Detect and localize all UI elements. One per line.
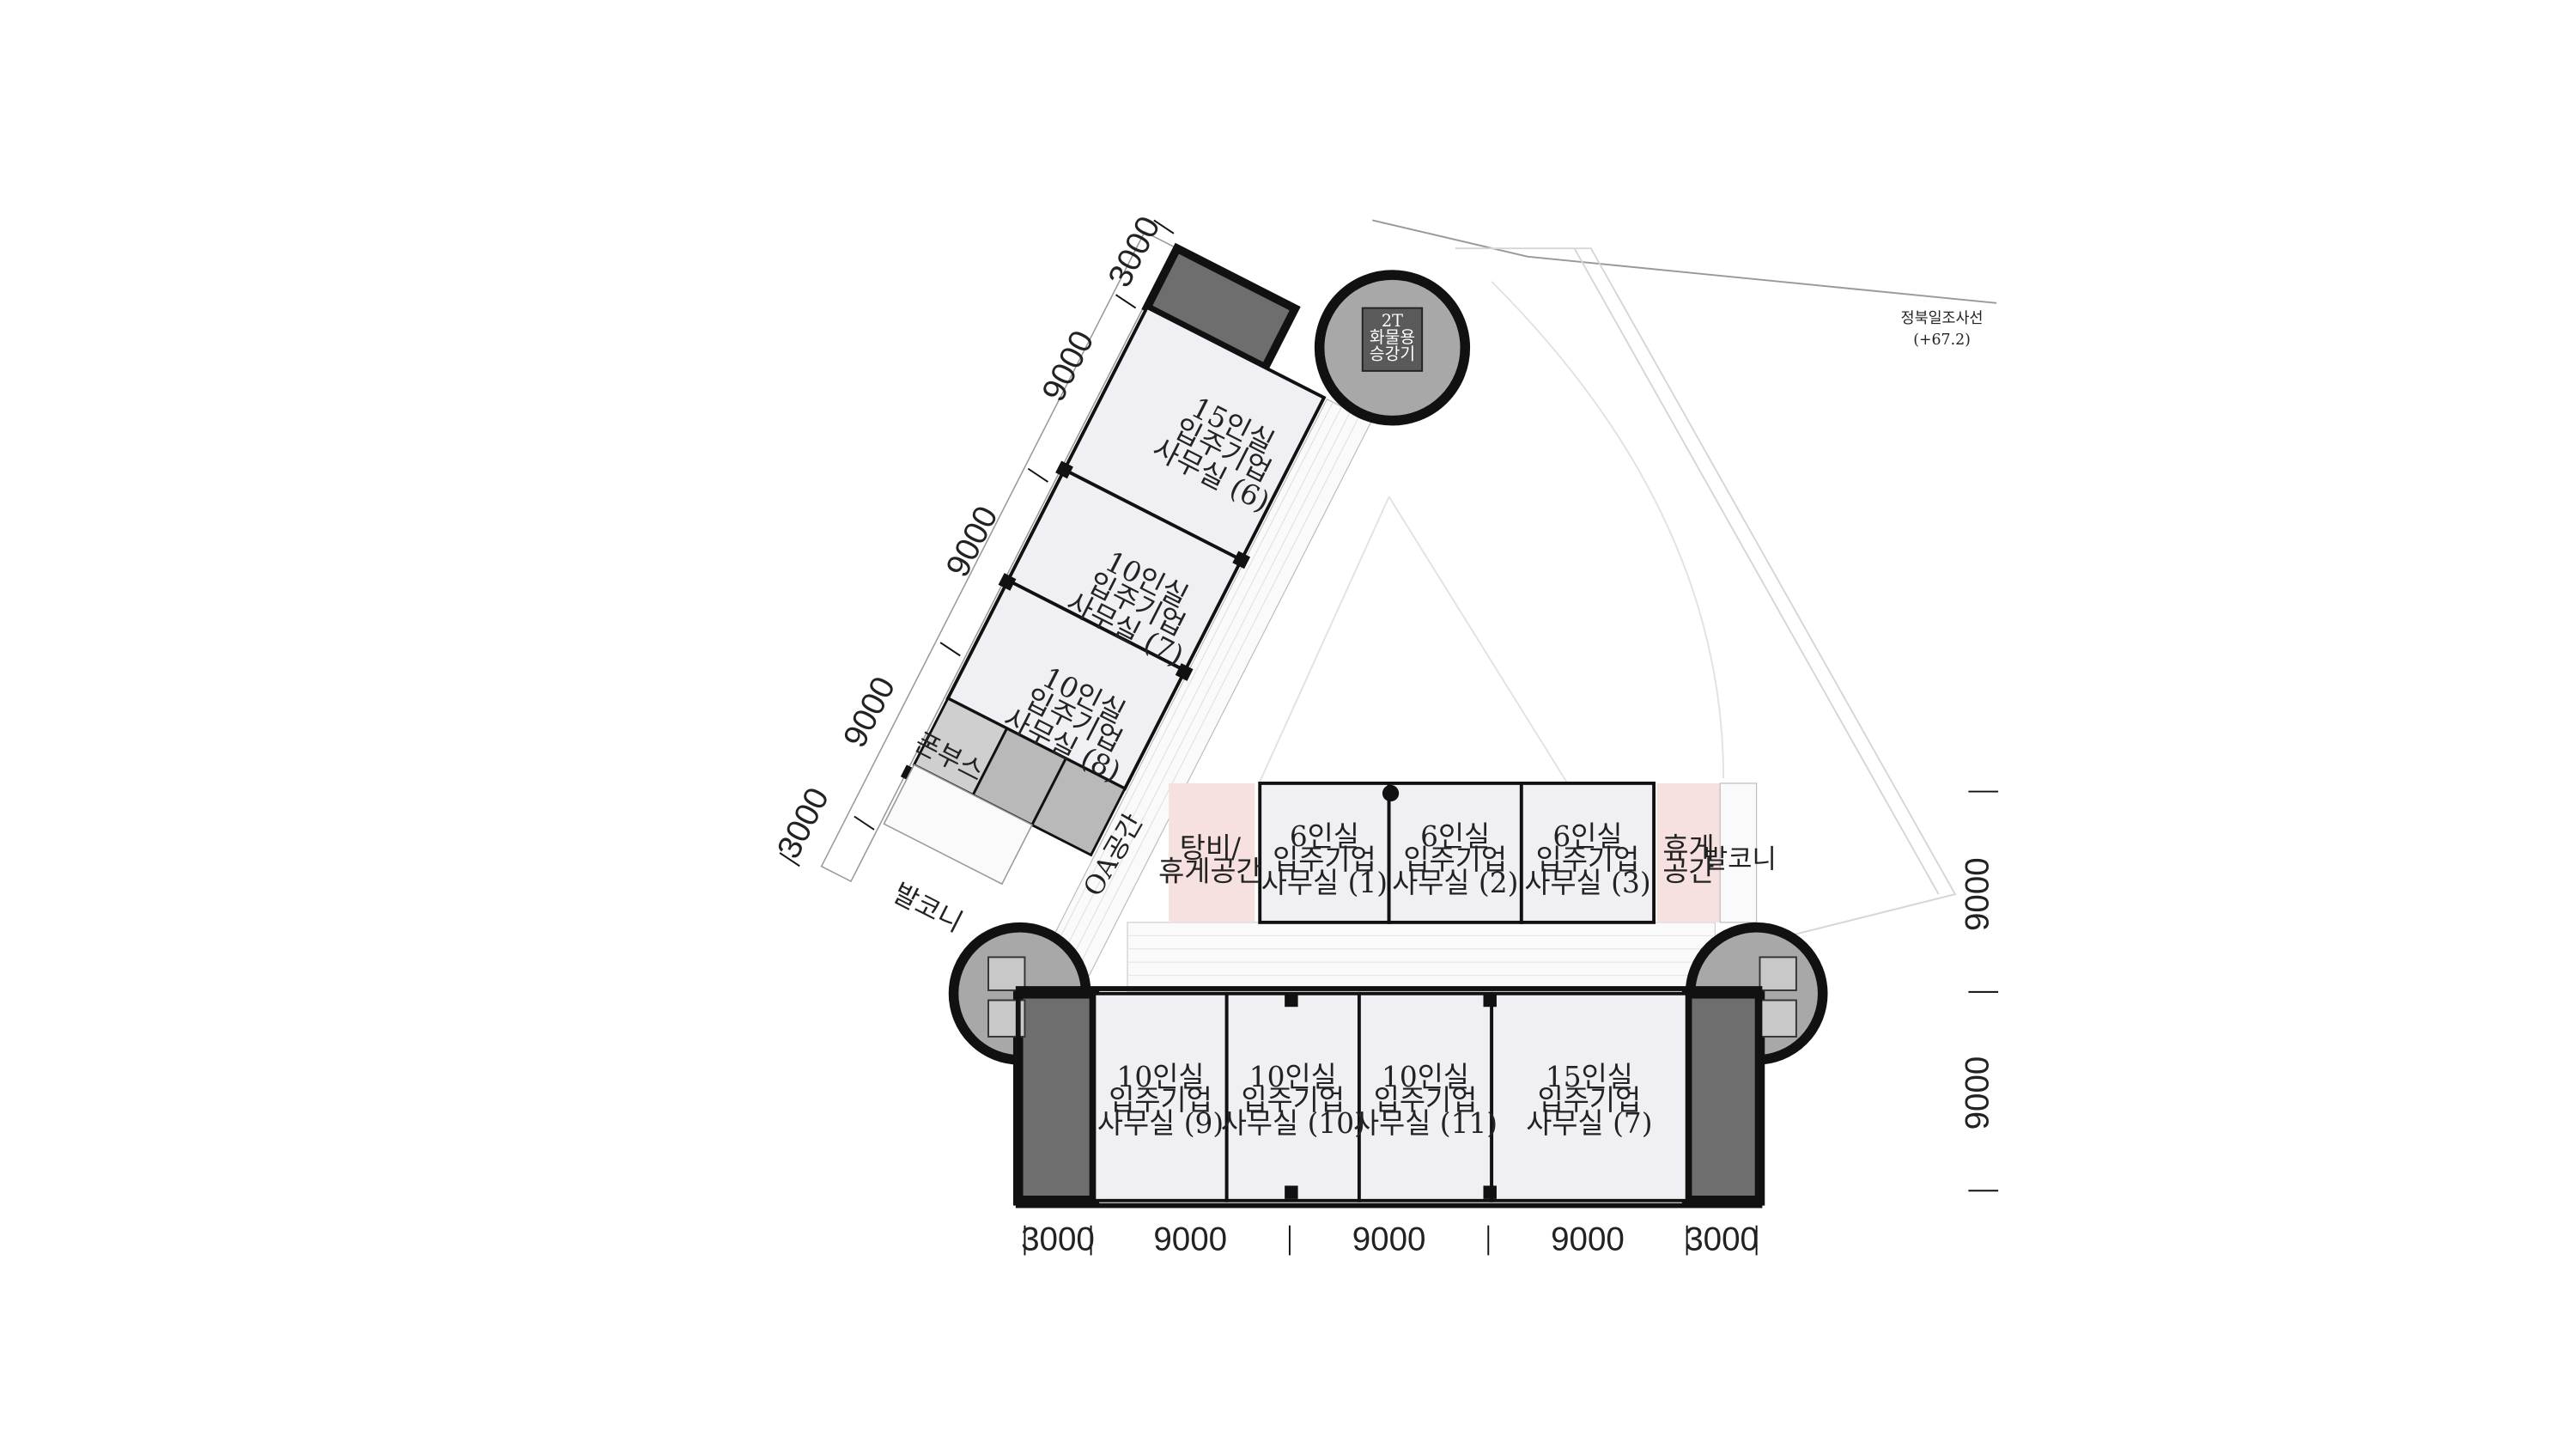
upper-room-3 bbox=[1519, 782, 1656, 924]
structural-column bbox=[1382, 784, 1400, 802]
dim-bottom-1: 3000 bbox=[1021, 1221, 1095, 1258]
north-sunlight-line bbox=[1372, 219, 1997, 304]
lower-room-11-label-1: 10인실 bbox=[1382, 1061, 1469, 1093]
site-boundary-2 bbox=[1573, 247, 1940, 895]
angled-wing bbox=[820, 230, 1372, 1013]
upper-room-2-label-3: 사무실 (2) bbox=[1392, 867, 1518, 899]
site-lines bbox=[1259, 219, 1997, 953]
upper-room-1 bbox=[1258, 782, 1391, 924]
lounge-right bbox=[1656, 782, 1721, 922]
lounge-right-label-1: 휴게 bbox=[1662, 832, 1714, 865]
lower-room-11-label-2: 입주기업 bbox=[1374, 1084, 1478, 1117]
lower-room-7-label-1: 15인실 bbox=[1546, 1061, 1633, 1093]
lower-room-10 bbox=[1224, 991, 1361, 1202]
lower-room-9-label-2: 입주기업 bbox=[1109, 1084, 1212, 1117]
upper-room-3-label-1: 6인실 bbox=[1552, 820, 1622, 853]
dimension-bottom bbox=[1024, 1225, 1758, 1256]
top-elevator-core: 2T 화물용 승강기 bbox=[1314, 270, 1471, 426]
wing-column bbox=[1175, 663, 1194, 681]
wing-column bbox=[1232, 551, 1251, 569]
upper-room-3-label-2: 입주기업 bbox=[1536, 843, 1640, 876]
freight-elevator bbox=[1361, 307, 1424, 372]
wing-balcony bbox=[883, 764, 1033, 886]
left-elevator-1 bbox=[987, 956, 1026, 991]
dimension-right-labels: 9000 9000 bbox=[1959, 857, 1996, 1129]
upper-room-2-label-1: 6인실 bbox=[1420, 820, 1490, 853]
right-elevator-2 bbox=[1759, 999, 1797, 1038]
dim-bottom-4: 9000 bbox=[1551, 1221, 1625, 1258]
lower-room-10-label-3: 사무실 (10) bbox=[1221, 1107, 1365, 1140]
lower-column bbox=[1285, 993, 1298, 1008]
upper-room-3-label-3: 사무실 (3) bbox=[1524, 867, 1650, 899]
upper-room-1-label-1: 6인실 bbox=[1290, 820, 1359, 853]
lower-room-7-label-3: 사무실 (7) bbox=[1526, 1107, 1652, 1140]
elevator-label-3: 승강기 bbox=[1370, 344, 1415, 363]
lower-outer-wall bbox=[1015, 986, 1763, 1209]
dim-bottom-5: 3000 bbox=[1685, 1221, 1759, 1258]
site-line-label: 정북일조사선 bbox=[1901, 310, 1984, 327]
lower-room-10-label-1: 10인실 bbox=[1249, 1061, 1337, 1093]
lower-room-9-label-3: 사무실 (9) bbox=[1097, 1107, 1224, 1140]
lower-column bbox=[1483, 993, 1497, 1008]
lower-room-11-label-3: 사무실 (11) bbox=[1353, 1107, 1498, 1140]
lower-room-7-label-2: 입주기업 bbox=[1538, 1084, 1642, 1117]
balcony-right-label: 발코니 bbox=[1704, 843, 1777, 874]
site-arc bbox=[1491, 281, 1725, 779]
elevator-label-1: 2T bbox=[1382, 311, 1403, 331]
dim-right-2: 9000 bbox=[1959, 1056, 1996, 1130]
wing-corridor-hatch bbox=[1031, 401, 1360, 1007]
lower-column bbox=[1285, 1185, 1298, 1199]
main-corridor bbox=[1127, 922, 1716, 993]
right-elevator-1 bbox=[1759, 956, 1797, 991]
lower-room-labels: 10인실 입주기업 사무실 (9) 10인실 입주기업 사무실 (10) 10인… bbox=[1097, 1061, 1653, 1140]
lower-column bbox=[1483, 1185, 1497, 1199]
upper-room-2 bbox=[1387, 782, 1523, 924]
lower-room-10-label-2: 입주기업 bbox=[1241, 1084, 1345, 1117]
dimension-right bbox=[1968, 790, 1999, 1192]
balcony-right bbox=[1719, 782, 1758, 923]
dim-bottom-2: 9000 bbox=[1153, 1221, 1227, 1258]
upper-row bbox=[1169, 782, 1758, 924]
dim-bottom-3: 9000 bbox=[1352, 1221, 1426, 1258]
lower-room-9-label-1: 10인실 bbox=[1117, 1061, 1205, 1093]
site-line-value: (+67.2) bbox=[1913, 332, 1971, 349]
dim-wing-5: 3000 bbox=[770, 782, 836, 864]
lower-room-7 bbox=[1490, 991, 1689, 1202]
balcony-left-label: 발코니 bbox=[888, 878, 967, 939]
lower-room-11 bbox=[1357, 991, 1494, 1202]
upper-room-1-label-3: 사무실 (1) bbox=[1261, 867, 1388, 899]
wing-column bbox=[1055, 460, 1073, 479]
left-stair-core bbox=[1012, 989, 1100, 1206]
dimension-wing bbox=[779, 219, 1175, 868]
dimension-bottom-labels: 3000 9000 9000 9000 3000 bbox=[1021, 1221, 1759, 1258]
wing-facade-strip bbox=[820, 230, 1176, 883]
lounge-left bbox=[1169, 782, 1255, 922]
main-corridor-hatch bbox=[1127, 935, 1716, 977]
upper-room-labels: 6인실 입주기업 사무실 (1) 6인실 입주기업 사무실 (2) 6인실 입주… bbox=[1158, 820, 1777, 899]
lower-row bbox=[948, 922, 1828, 1209]
wing-toilet-2 bbox=[1030, 757, 1127, 857]
upper-room-2-label-2: 입주기업 bbox=[1403, 843, 1507, 876]
wing-column bbox=[998, 573, 1017, 591]
site-diagonal-2 bbox=[1259, 496, 1390, 782]
lounge-left-label-1: 탕비/ bbox=[1180, 832, 1242, 865]
lounge-right-label-2: 공간 bbox=[1662, 855, 1714, 888]
right-stair-core bbox=[1681, 989, 1765, 1206]
dim-right-1: 9000 bbox=[1959, 857, 1996, 931]
elevator-label-2: 화물용 bbox=[1370, 327, 1415, 347]
lounge-left-label-2: 휴게공간 bbox=[1158, 855, 1262, 888]
upper-room-1-label-2: 입주기업 bbox=[1273, 843, 1376, 876]
site-boundary bbox=[1455, 247, 1957, 953]
